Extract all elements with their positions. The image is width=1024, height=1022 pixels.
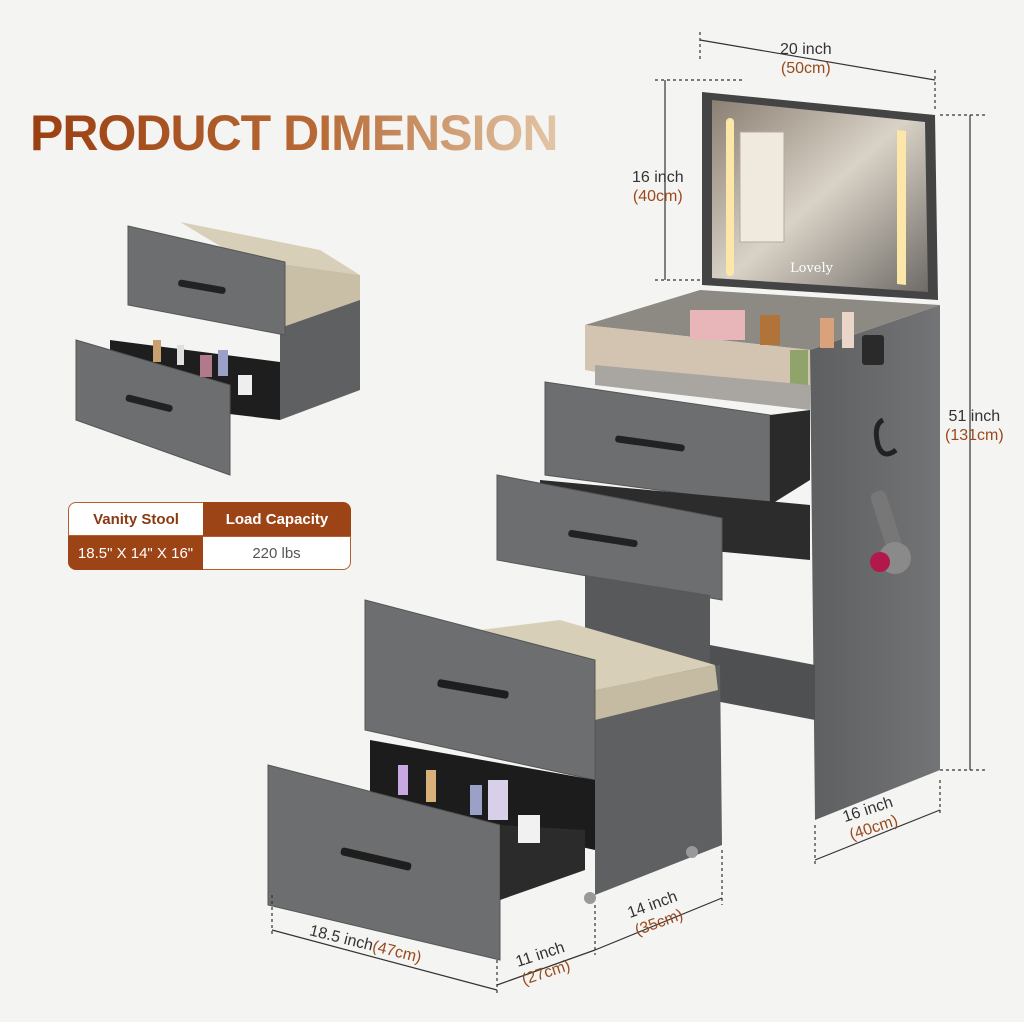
spec-table: Vanity Stool Load Capacity 18.5" X 14" X…	[68, 502, 351, 570]
spec-header-load: Load Capacity	[203, 502, 351, 536]
spec-value-stool: 18.5" X 14" X 16"	[68, 536, 203, 570]
dim-total-height: 51 inch (131cm)	[945, 408, 1004, 444]
small-stool	[75, 222, 360, 476]
mirror-brand: Lovely	[790, 261, 834, 276]
dimension-lines	[271, 32, 985, 995]
spec-value-load: 220 lbs	[203, 536, 351, 570]
spec-header-stool: Vanity Stool	[68, 502, 203, 536]
dim-top-width: 20 inch (50cm)	[780, 41, 832, 77]
dim-mirror-height: 16 inch (40cm)	[632, 169, 684, 205]
page-title: PRODUCT DIMENSION	[30, 105, 558, 161]
large-stool	[267, 599, 722, 961]
vanity-table: Lovely	[496, 92, 940, 820]
